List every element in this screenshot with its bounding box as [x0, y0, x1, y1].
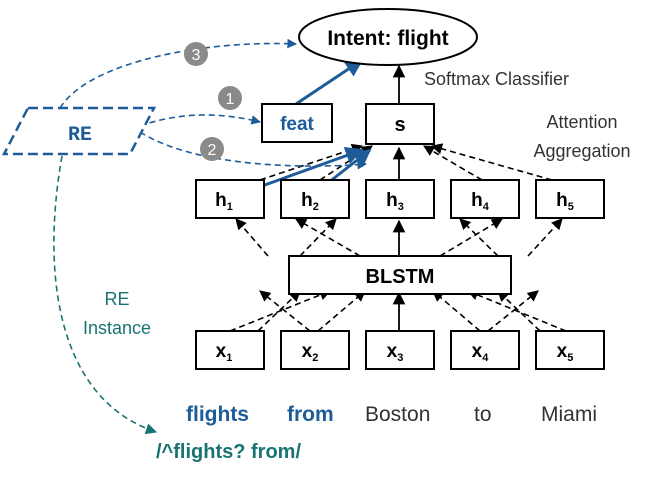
svg-text:x4: x4	[472, 341, 490, 364]
svg-text:h5: h5	[556, 190, 574, 213]
curve-re-intent	[59, 38, 297, 109]
x4-node: x4	[450, 330, 520, 370]
arrow-blstm-h5	[527, 218, 563, 257]
word-from: from	[287, 403, 334, 426]
arrow-x5-blstm-a	[466, 289, 567, 332]
curve-re-feat	[139, 114, 261, 127]
re-node	[1, 106, 157, 156]
marker-1: 1	[218, 86, 242, 110]
word-miami: Miami	[541, 403, 597, 426]
hidden-row: h1 h2 h3 h4 h5	[195, 179, 605, 219]
arrow-h4-s	[423, 145, 483, 181]
curve-re-s	[139, 131, 367, 170]
hidden-to-s-arrows	[259, 143, 553, 181]
marker-2: 2	[200, 137, 224, 161]
arrow-blstm-h4-a	[439, 218, 503, 257]
arrow-blstm-h1	[235, 218, 269, 257]
svg-text:1: 1	[226, 91, 235, 108]
feat-label: feat	[280, 114, 314, 135]
arrow-blstm-h2-b	[295, 218, 361, 257]
arrow-x2-blstm-a	[317, 290, 366, 332]
arrow-x4-blstm-b	[487, 290, 539, 332]
re-instance-line1: RE	[104, 289, 129, 309]
svg-text:3: 3	[192, 47, 201, 64]
re-instance-line2: Instance	[83, 318, 151, 338]
attention-label-line2: Aggregation	[533, 141, 630, 161]
word-to: to	[474, 403, 492, 426]
x5-node: x5	[535, 330, 605, 370]
s-label: s	[394, 114, 405, 136]
svg-text:h2: h2	[301, 190, 319, 213]
x2-node: x2	[280, 330, 350, 370]
h2-node: h2	[280, 179, 350, 219]
h4-node: h4	[450, 179, 520, 219]
s-node	[365, 103, 435, 145]
svg-text:x3: x3	[387, 341, 404, 364]
h5-node: h5	[535, 179, 605, 219]
h1-node: h1	[195, 179, 265, 219]
arrow-h1-s-blue	[261, 147, 364, 188]
word-flights: flights	[186, 403, 249, 426]
svg-text:2: 2	[208, 142, 217, 159]
arrow-x4-blstm-a	[432, 290, 481, 332]
attention-label-line1: Attention	[546, 112, 617, 132]
softmax-label: Softmax Classifier	[424, 69, 569, 89]
feat-node	[261, 103, 333, 143]
svg-text:h4: h4	[471, 190, 490, 213]
blstm-to-hidden-arrows	[235, 218, 563, 257]
intent-node	[298, 8, 478, 66]
input-to-blstm-arrows	[229, 289, 567, 332]
intent-label: Intent: flight	[327, 27, 448, 50]
h3-node: h3	[365, 179, 435, 219]
input-row: x1 x2 x3 x4 x5	[195, 330, 605, 370]
marker-3: 3	[184, 42, 208, 66]
arrow-h5-s	[430, 143, 553, 181]
arrow-h1-s-dashed	[259, 143, 364, 181]
curve-re-regex	[53, 155, 158, 435]
svg-text:x2: x2	[302, 341, 319, 364]
arrow-x2-blstm-b	[259, 290, 311, 332]
svg-text:h3: h3	[386, 190, 404, 213]
arrow-blstm-h4-b	[459, 218, 499, 257]
x3-node: x3	[365, 330, 435, 370]
blstm-node	[288, 255, 512, 295]
word-boston: Boston	[365, 403, 430, 426]
svg-text:x5: x5	[557, 341, 574, 364]
arrow-blstm-h2-a	[299, 218, 337, 257]
re-dashed-curves	[59, 38, 367, 170]
x1-node: x1	[195, 330, 265, 370]
regex-label: /^flights? from/	[156, 441, 301, 463]
re-label: RE	[68, 124, 92, 147]
blstm-label: BLSTM	[366, 266, 435, 288]
arrow-x1-blstm-a	[229, 289, 332, 332]
svg-text:h1: h1	[215, 190, 233, 213]
sentence: flights from Boston to Miami	[186, 403, 597, 426]
svg-text:x1: x1	[216, 341, 233, 364]
arrow-feat-intent	[295, 58, 364, 106]
